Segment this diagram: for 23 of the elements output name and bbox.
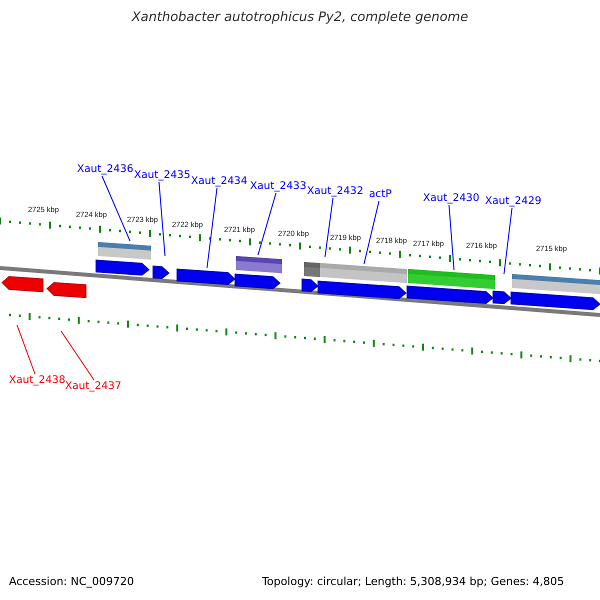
gene-label: Xaut_2436 (77, 163, 134, 176)
gene-label: Xaut_2432 (307, 185, 364, 198)
leader-line (60, 330, 94, 380)
gene-label: Xaut_2435 (134, 169, 190, 182)
accession-text: Accession: NC_009720 (9, 575, 134, 589)
leader-line (504, 208, 512, 274)
gene-label: Xaut_2429 (485, 195, 542, 208)
leader-line (258, 192, 276, 256)
gene-label: Xaut_2437 (65, 380, 122, 393)
leader-line (206, 188, 218, 268)
gene-label: Xaut_2438 (9, 374, 66, 387)
leader-line (102, 176, 130, 242)
gene-label: Xaut_2434 (191, 175, 248, 188)
leader-line (324, 198, 334, 258)
leader-line (158, 182, 166, 256)
chart-title: Xanthobacter autotrophicus Py2, complete genome (132, 10, 468, 25)
gene-label: Xaut_2430 (423, 192, 480, 205)
gene-label: Xaut_2433 (250, 180, 306, 193)
gene-label: actP (369, 188, 392, 201)
leader-line (448, 204, 454, 270)
genome-info-text: Topology: circular; Length: 5,308,934 bp; Genes: 4,805 (262, 575, 564, 589)
leader-line (364, 200, 380, 264)
leader-line (16, 324, 36, 374)
